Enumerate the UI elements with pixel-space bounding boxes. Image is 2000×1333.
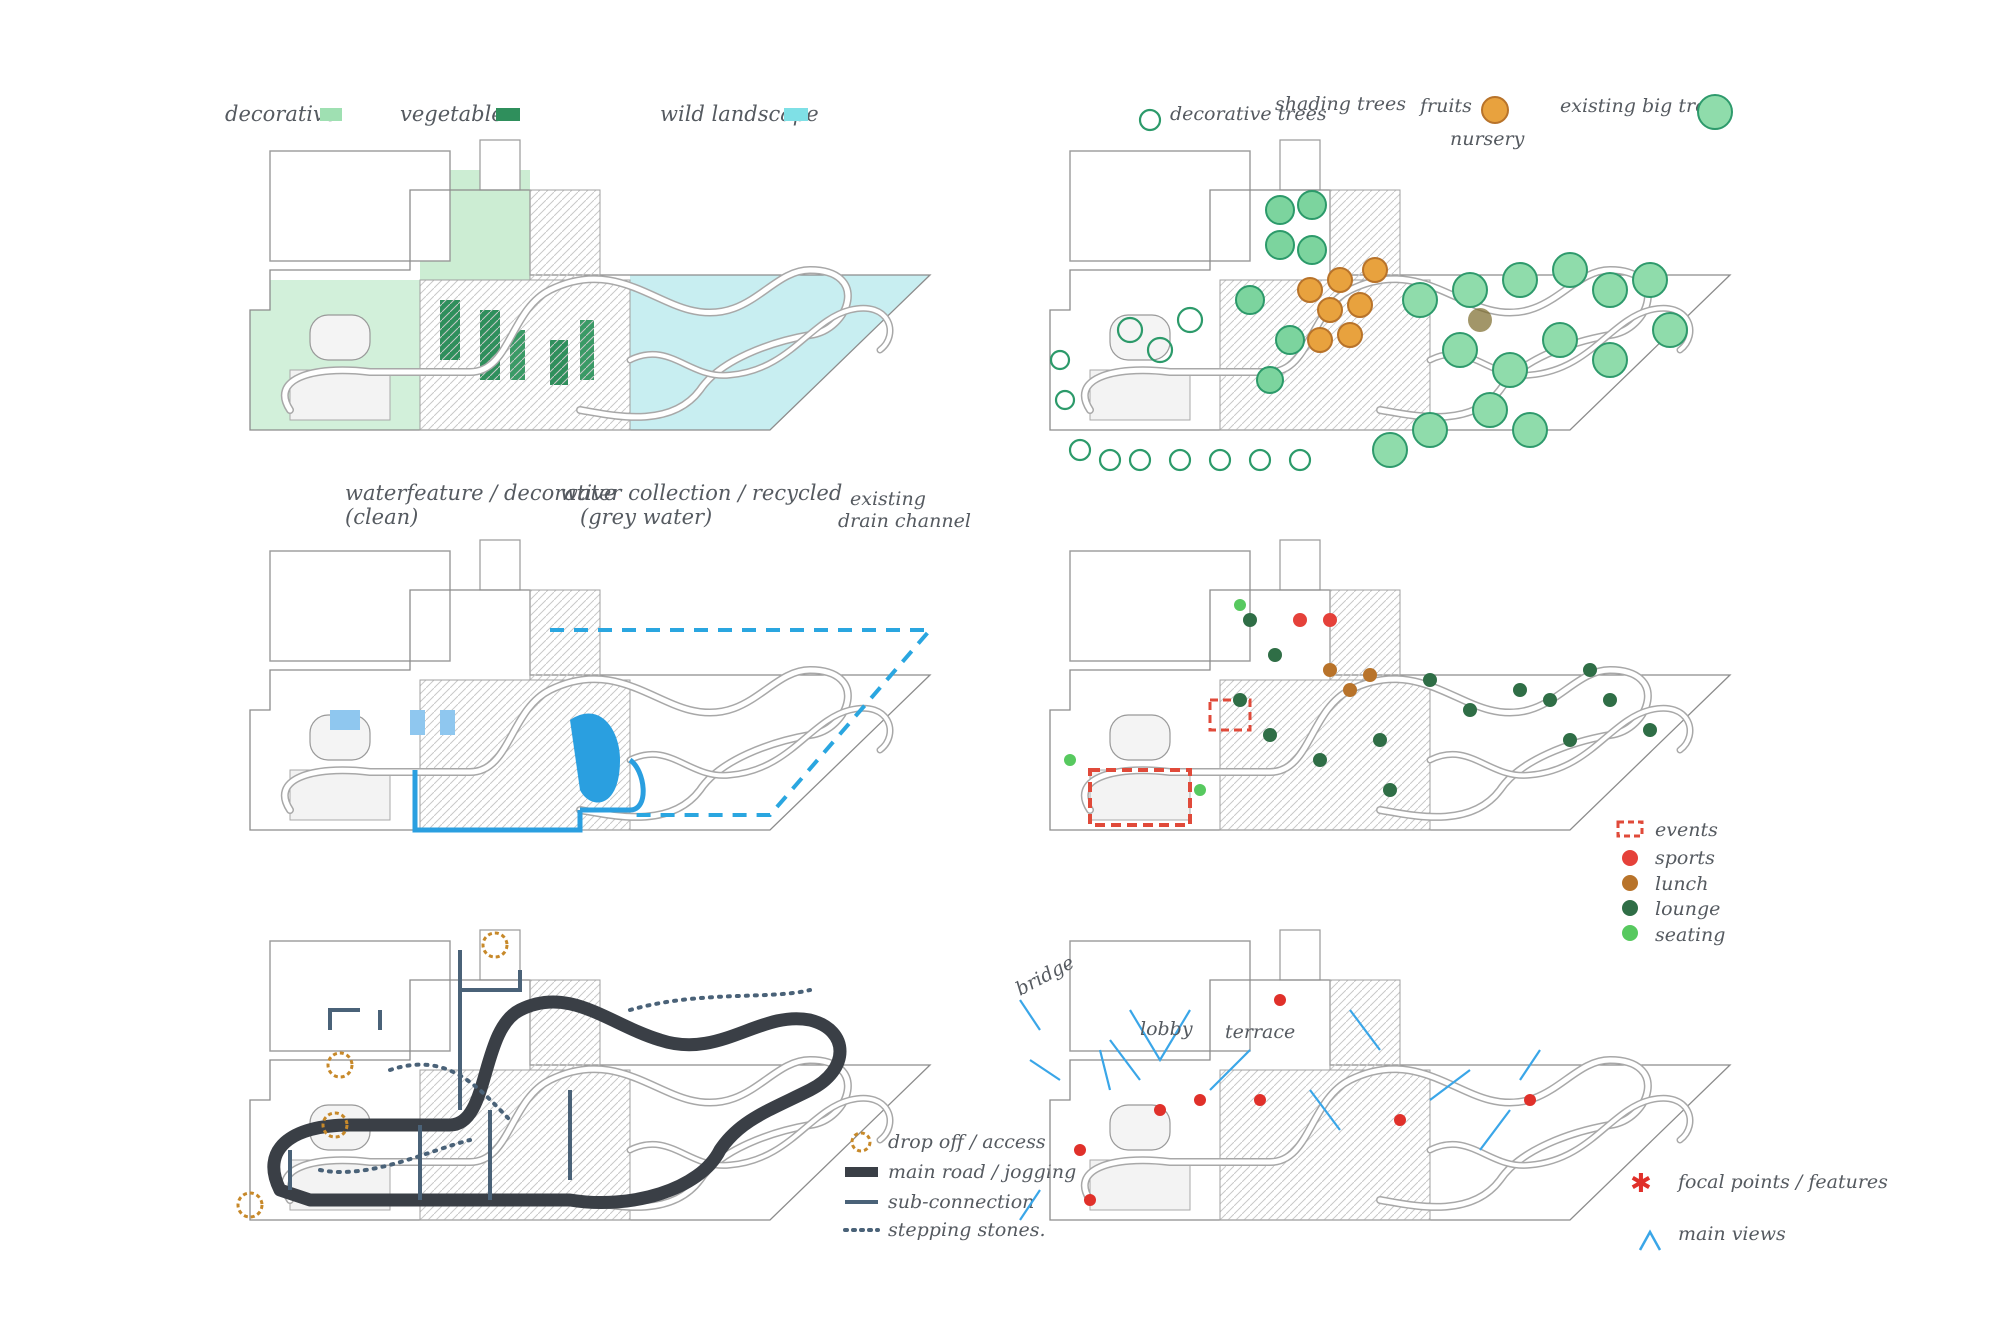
legend-label-shading-trees: shading trees <box>1275 93 1406 115</box>
legend-label-sub-connection: sub-connection <box>888 1191 1034 1213</box>
big-tree-icon <box>1697 94 1733 130</box>
legend-label-nursery: nursery <box>1450 128 1525 150</box>
legend-label-drop-off: drop off / access <box>888 1131 1046 1153</box>
legend-label-decorative-trees: decorative trees <box>1170 103 1327 125</box>
water-label-grey: water collection / recycled <box>560 481 842 505</box>
legend-label-stepping-stones: stepping stones. <box>888 1219 1046 1241</box>
water-label-grey-note: (grey water) <box>580 505 712 529</box>
drop-off-icon <box>850 1131 872 1153</box>
decorative-trees-icon <box>1138 108 1162 132</box>
view-label-bridge: bridge <box>1012 951 1078 1000</box>
panel-views <box>1019 930 1730 1220</box>
legend-label-lunch: lunch <box>1655 873 1708 895</box>
legend-label-fruits: fruits <box>1418 95 1472 117</box>
water-label-clean: waterfeature / decorative <box>345 481 616 505</box>
seating-icon <box>1622 925 1638 941</box>
fruits-icon <box>1481 96 1509 124</box>
legend-views: ✱ focal points / features main views <box>1630 1169 1888 1251</box>
legend-swatch-wild-landscape <box>784 108 808 121</box>
panel-planting <box>250 140 930 430</box>
lounge-icon <box>1622 900 1638 916</box>
legend-circulation: drop off / access main road / jogging su… <box>843 1131 1076 1241</box>
sports-icon <box>1622 850 1638 866</box>
legend-label-main-road: main road / jogging <box>888 1161 1076 1183</box>
view-label-terrace: terrace <box>1225 1021 1295 1043</box>
events-icon <box>1616 820 1644 838</box>
water-label-clean-note: (clean) <box>345 505 418 529</box>
view-label-lobby: lobby <box>1140 1018 1193 1040</box>
legend-planting: decorative vegetable wild landscape <box>225 102 819 126</box>
legend-swatch-vegetable <box>496 108 520 121</box>
focal-point-icon: ✱ <box>1630 1169 1652 1199</box>
water-label-drain-note: drain channel <box>838 510 971 532</box>
legend-label-lounge: lounge <box>1655 898 1720 920</box>
legend-swatch-decorative <box>320 108 342 121</box>
panel-activities <box>1050 540 1730 830</box>
legend-label-vegetable: vegetable <box>400 102 504 126</box>
legend-label-decorative: decorative <box>225 102 337 126</box>
labels-water: waterfeature / decorative (clean) water … <box>345 481 971 532</box>
legend-label-main-views: main views <box>1678 1223 1786 1245</box>
main-views-icon <box>1638 1229 1662 1251</box>
legend-label-existing-big-trees: existing big trees <box>1560 95 1728 117</box>
legend-label-sports: sports <box>1655 847 1715 869</box>
legend-label-focal-points: focal points / features <box>1676 1171 1888 1193</box>
panel-water <box>250 540 935 830</box>
lunch-icon <box>1622 875 1638 891</box>
legend-activities: events sports lunch lounge seating <box>1616 819 1725 946</box>
panel-circulation <box>236 930 930 1220</box>
legend-label-events: events <box>1655 819 1718 841</box>
panel-trees <box>1050 140 1730 472</box>
legend-trees: decorative trees shading trees fruits nu… <box>1138 93 1733 150</box>
water-label-drain: existing <box>850 488 926 510</box>
legend-label-seating: seating <box>1655 924 1725 946</box>
